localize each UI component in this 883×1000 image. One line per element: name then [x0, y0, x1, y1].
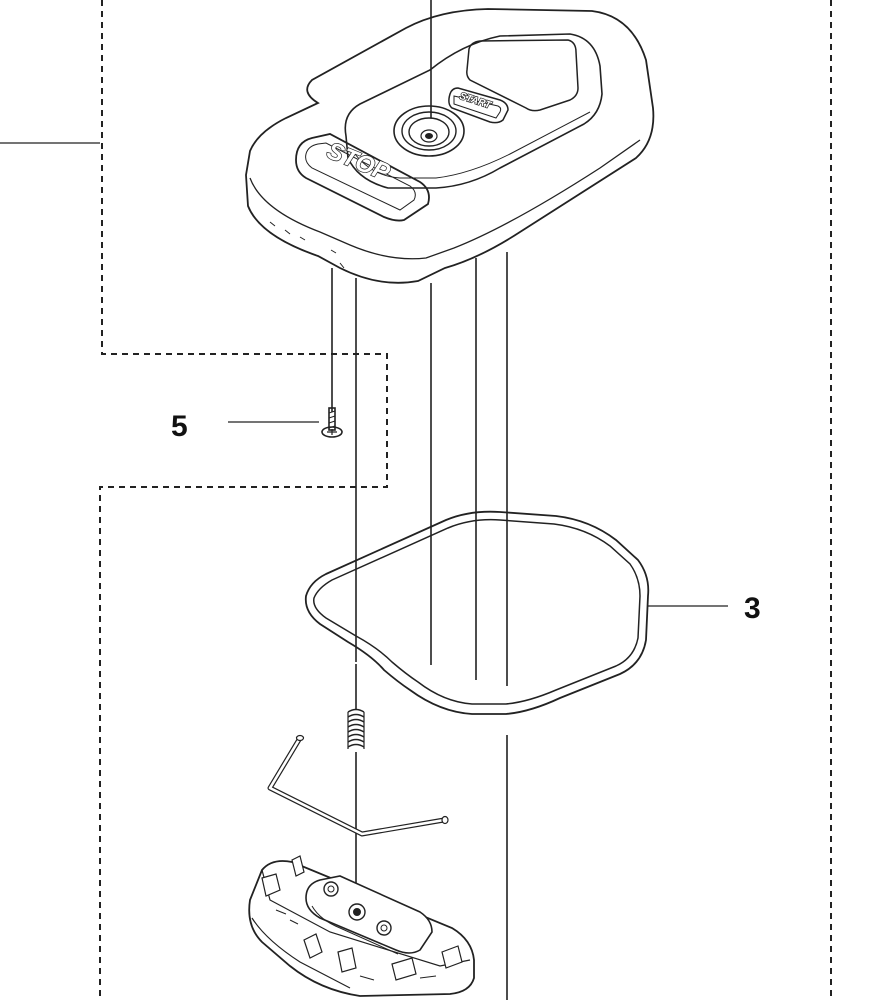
dashed-assembly-boundary	[99, 0, 832, 1000]
control-panel-cover	[245, 8, 655, 284]
stop-button-label: STOP	[323, 137, 394, 187]
start-button-label: START	[458, 91, 493, 112]
screw	[321, 407, 343, 438]
center-knob	[393, 105, 465, 157]
spring	[347, 708, 365, 752]
switch-housing	[248, 855, 475, 997]
callout-5: 5	[171, 410, 188, 443]
stop-button: STOP	[295, 133, 430, 222]
gasket-seal	[304, 510, 650, 715]
wire-rod	[267, 734, 449, 837]
callout-3: 3	[744, 592, 761, 625]
